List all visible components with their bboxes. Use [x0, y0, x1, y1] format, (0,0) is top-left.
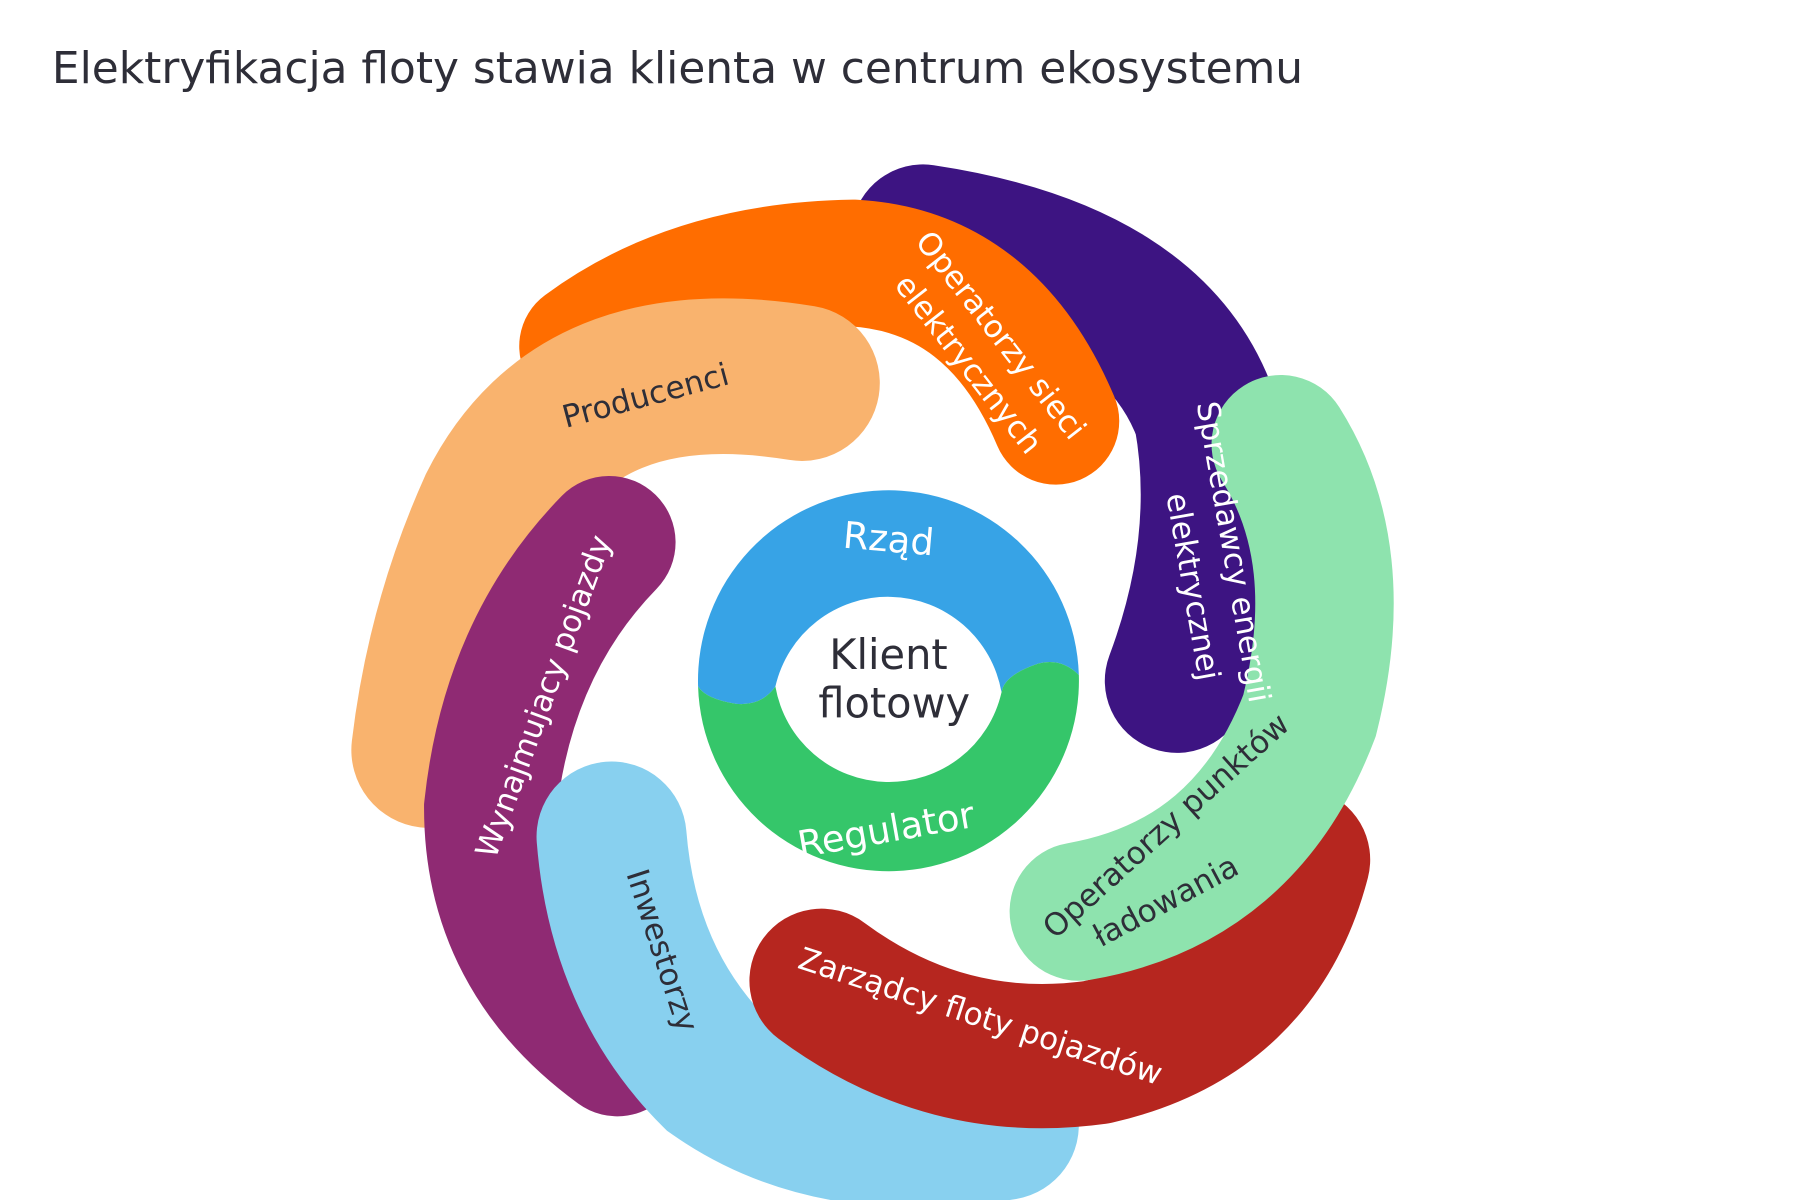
ring-label-rzad: Rząd [841, 514, 935, 565]
petal-wynajmujacy [424, 475, 684, 1117]
center-label-line2: flotowy [818, 679, 970, 728]
center-ring [697, 490, 1079, 872]
petal-operatorzy-punktow [1009, 374, 1394, 981]
petal-sprzedawcy [850, 164, 1285, 753]
petal-zarzadcy [749, 787, 1371, 1129]
ring-bottom-regulator [698, 662, 1079, 872]
page-title: Elektryfikacja floty stawia klienta w ce… [52, 43, 1303, 94]
petal-producenci [351, 298, 880, 828]
petal-inwestorzy [536, 761, 1079, 1200]
ring-top-rzad [697, 490, 1079, 705]
center-label-line1: Klient [829, 630, 947, 679]
petal-ring [351, 164, 1394, 1200]
